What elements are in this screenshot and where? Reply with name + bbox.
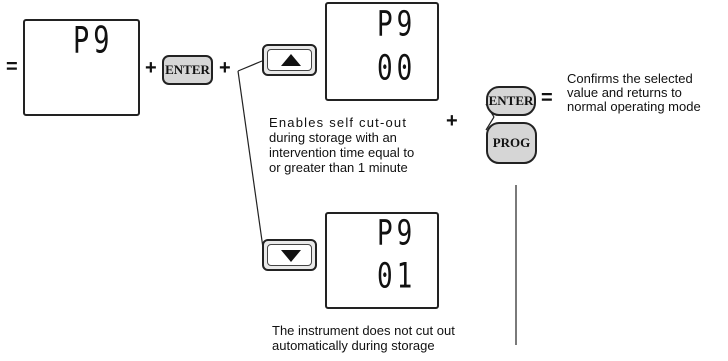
confirm-description-line: value and returns to [567, 85, 682, 100]
up-triangle-icon [281, 54, 301, 66]
plus-after-display: + [145, 57, 157, 79]
leading-equals: = [6, 56, 18, 78]
main-display: P9 [23, 19, 140, 116]
down-result-display: P9 01 [325, 212, 439, 309]
up-display-line2: 00 [377, 48, 417, 89]
plus-after-description: + [446, 110, 458, 132]
up-button[interactable] [262, 44, 317, 76]
down-description: The instrument does not cut out automati… [272, 323, 512, 353]
enter-button[interactable]: ENTER [162, 55, 213, 85]
prog-button[interactable]: PROG [486, 122, 537, 164]
enter-confirm-button[interactable]: ENTER [486, 86, 536, 116]
main-display-line1: P9 [73, 20, 114, 63]
down-description-line: automatically during storage [272, 338, 435, 353]
up-display-line1: P9 [377, 4, 417, 45]
down-triangle-icon [281, 250, 301, 262]
equals-after-enter: = [541, 87, 553, 109]
up-description: Enables self cut-out during storage with… [269, 115, 444, 175]
up-description-line: Enables self cut-out [269, 115, 408, 130]
up-description-line: during storage with an [269, 130, 397, 145]
confirm-description-line: Confirms the selected [567, 71, 693, 86]
down-display-line2: 01 [377, 256, 417, 297]
down-display-line1: P9 [377, 213, 417, 254]
up-description-line: intervention time equal to [269, 145, 415, 160]
connector-down [237, 70, 265, 256]
up-result-display: P9 00 [325, 2, 439, 101]
down-button[interactable] [262, 239, 317, 271]
down-description-line: The instrument does not cut out [272, 323, 455, 338]
confirm-description-line: normal operating mode [567, 99, 701, 114]
confirm-description: Confirms the selected value and returns … [567, 72, 727, 114]
connector-up [237, 60, 263, 72]
up-description-line: or greater than 1 minute [269, 160, 408, 175]
plus-after-enter: + [219, 57, 231, 79]
